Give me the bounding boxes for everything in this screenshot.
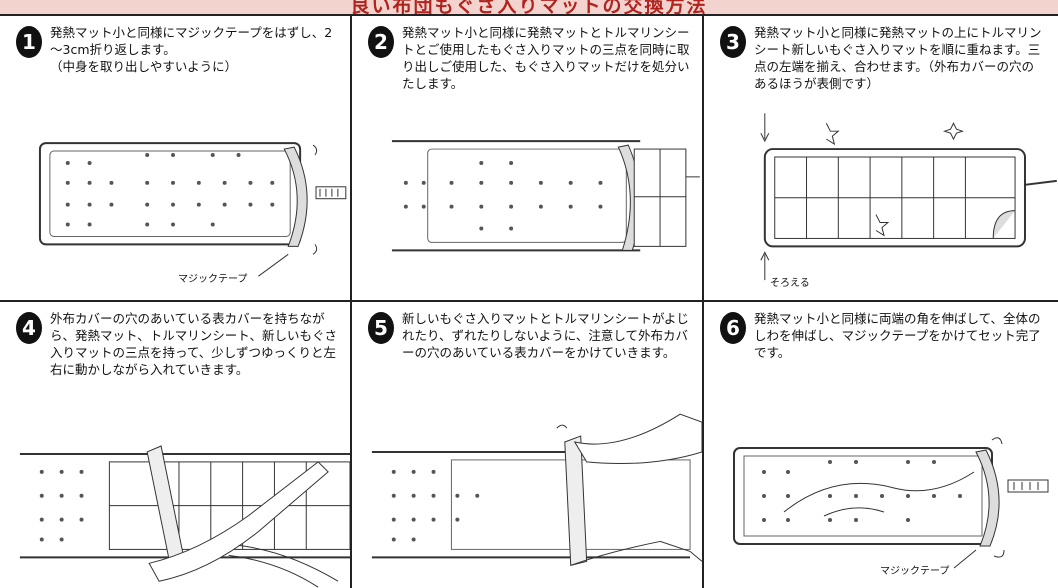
step-number: 2 xyxy=(368,26,394,58)
step-text: 発熱マット小と同様に発熱マットとトルマリンシートとご使用したもぐさ入りマットの三… xyxy=(402,25,690,91)
step-text: 新しいもぐさ入りマットとトルマリンシートがよじれたり、ずれたりしないように、注意… xyxy=(402,311,689,360)
illustration-stack-layers xyxy=(760,113,1057,281)
step-3: 3 発熱マット小と同様に発熱マットの上にトルマリンシート新しいもぐさ入りマットを… xyxy=(704,16,1058,302)
step-number: 4 xyxy=(16,312,42,344)
step-text: 発熱マット小と同様に両端の角を伸ばして、全体のしわを伸ばし、マジックテープをかけ… xyxy=(754,311,1041,360)
steps-grid: 1 発熱マット小と同様にマジックテープをはずし、2～3cm折り返します。 （中身… xyxy=(0,16,1058,588)
illustration-fold-back xyxy=(38,142,347,277)
step-number: 3 xyxy=(720,26,746,58)
illustration-remove-mat xyxy=(391,140,700,252)
step-number: 1 xyxy=(16,26,42,58)
step-number: 6 xyxy=(720,312,746,344)
step-number: 5 xyxy=(368,312,394,344)
illustration-finish xyxy=(733,437,1049,569)
header-banner: 良い布団もぐさ入りマットの交換方法 xyxy=(0,0,1058,16)
step-1: 1 発熱マット小と同様にマジックテープをはずし、2～3cm折り返します。 （中身… xyxy=(0,16,352,302)
velcro-label: マジックテープ xyxy=(178,274,248,285)
step-text: 発熱マット小と同様に発熱マットの上にトルマリンシート新しいもぐさ入りマットを順に… xyxy=(754,25,1042,91)
illustration-cover-mat xyxy=(371,413,702,566)
step-5: 5 新しいもぐさ入りマットとトルマリンシートがよじれたり、ずれたりしないように、… xyxy=(352,302,704,588)
illustration-insert-mat xyxy=(19,445,350,588)
align-label: そろえる xyxy=(770,278,810,289)
page-title: 良い布団もぐさ入りマットの交換方法 xyxy=(350,0,708,16)
step-text: 外布カバーの穴のあいている表カバーを持ちながら、発熱マット、トルマリンシート、新… xyxy=(50,311,338,377)
step-text: 発熱マット小と同様にマジックテープをはずし、2～3cm折り返します。 （中身を取… xyxy=(50,25,333,74)
step-2: 2 発熱マット小と同様に発熱マットとトルマリンシートとご使用したもぐさ入りマット… xyxy=(352,16,704,302)
velcro-label: マジックテープ xyxy=(880,566,950,577)
step-6: 6 発熱マット小と同様に両端の角を伸ばして、全体のしわを伸ばし、マジックテープを… xyxy=(704,302,1058,588)
step-4: 4 外布カバーの穴のあいている表カバーを持ちながら、発熱マット、トルマリンシート… xyxy=(0,302,352,588)
